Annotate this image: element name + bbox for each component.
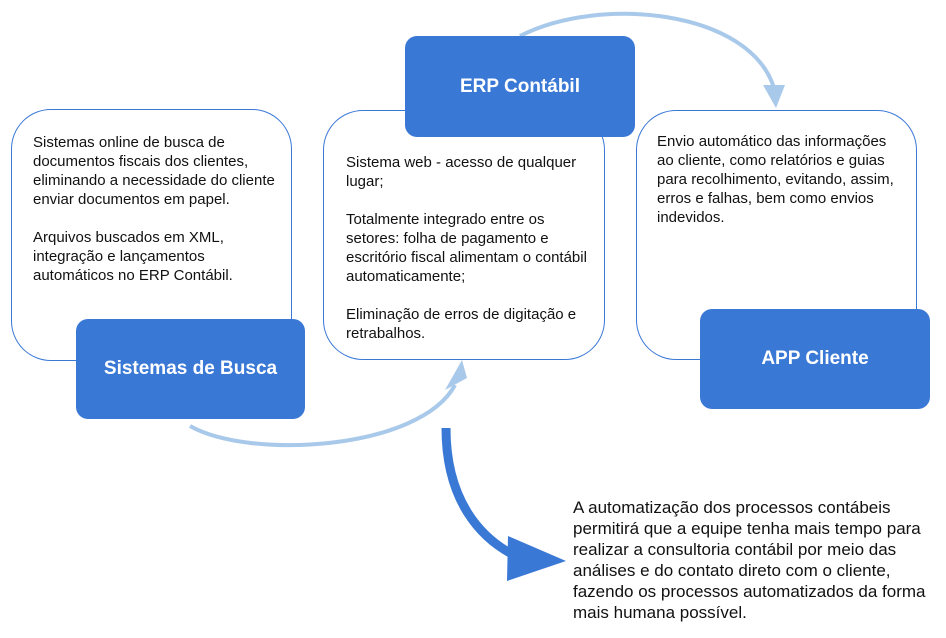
arrow-erp-to-app	[519, 11, 776, 89]
erp-description-card: Sistema web - acesso de qualquer lugar; …	[323, 110, 605, 360]
arrow-busca-to-erp	[189, 384, 457, 448]
erp-title-box: ERP Contábil	[405, 36, 635, 137]
app-paragraph-1: Envio automático das informações ao clie…	[657, 133, 894, 226]
erp-paragraph-3: Eliminação de erros de digitação e retra…	[346, 306, 577, 342]
arrow-to-conclusion	[441, 427, 522, 563]
busca-paragraph-2: Arquivos buscados em XML, integração e l…	[33, 229, 233, 284]
app-title: APP Cliente	[761, 348, 869, 369]
app-title-box: APP Cliente	[700, 309, 930, 409]
arrow-to-conclusion-head	[507, 536, 566, 581]
busca-paragraph-1: Sistemas online de busca de documentos f…	[33, 134, 275, 208]
erp-paragraph-1: Sistema web - acesso de qualquer lugar;	[346, 154, 577, 190]
busca-title: Sistemas de Busca	[103, 358, 278, 379]
busca-title-box: Sistemas de Busca	[76, 319, 305, 419]
erp-title: ERP Contábil	[460, 75, 580, 97]
erp-paragraph-2: Totalmente integrado entre os setores: f…	[346, 211, 587, 285]
conclusion-text: A automatização dos processos contábeis …	[573, 498, 926, 622]
arrow-busca-to-erp-head	[445, 360, 467, 390]
arrow-erp-to-app-head	[763, 85, 785, 108]
